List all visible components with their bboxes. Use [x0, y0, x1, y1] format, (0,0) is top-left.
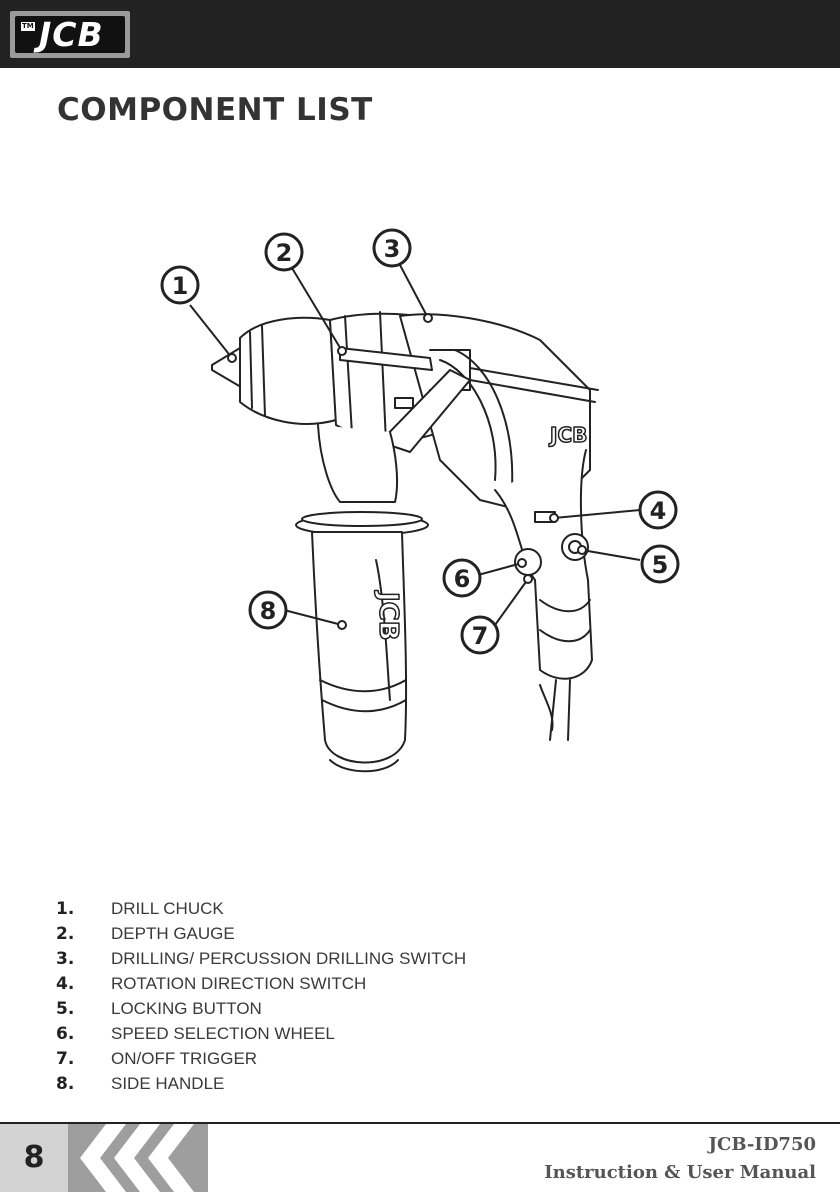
- item-label: ON/OFF TRIGGER: [111, 1049, 257, 1068]
- item-number: 7.: [56, 1048, 111, 1070]
- callout-3: 3: [374, 230, 410, 266]
- item-label: SPEED SELECTION WHEEL: [111, 1024, 335, 1043]
- page-title: COMPONENT LIST: [57, 92, 373, 128]
- item-number: 3.: [56, 948, 111, 970]
- list-item: 7.ON/OFF TRIGGER: [56, 1048, 466, 1073]
- model-number: JCB-ID750: [709, 1134, 816, 1155]
- list-item: 5.LOCKING BUTTON: [56, 998, 466, 1023]
- list-item: 3.DRILLING/ PERCUSSION DRILLING SWITCH: [56, 948, 466, 973]
- item-label: DEPTH GAUGE: [111, 924, 235, 943]
- handle-jcb-text: JCB: [373, 590, 403, 641]
- jcb-logo: TM JCB: [10, 11, 130, 58]
- callout-1: 1: [162, 267, 198, 303]
- item-number: 8.: [56, 1073, 111, 1095]
- housing-jcb-text: JCB: [548, 423, 587, 447]
- page-number: 8: [0, 1124, 68, 1192]
- logo-text: JCB: [39, 16, 104, 53]
- svg-text:3: 3: [384, 235, 401, 263]
- list-item: 6.SPEED SELECTION WHEEL: [56, 1023, 466, 1048]
- list-item: 8.SIDE HANDLE: [56, 1073, 466, 1098]
- callout-5: 5: [642, 546, 678, 582]
- callout-6: 6: [444, 560, 480, 596]
- item-label: LOCKING BUTTON: [111, 999, 262, 1018]
- page-header: TM JCB: [0, 0, 840, 68]
- list-item: 2.DEPTH GAUGE: [56, 923, 466, 948]
- list-item: 4.ROTATION DIRECTION SWITCH: [56, 973, 466, 998]
- svg-text:7: 7: [472, 622, 489, 650]
- callout-7: 7: [462, 617, 498, 653]
- item-label: ROTATION DIRECTION SWITCH: [111, 974, 366, 993]
- item-number: 6.: [56, 1023, 111, 1045]
- svg-text:6: 6: [454, 565, 471, 593]
- component-list: 1.DRILL CHUCK 2.DEPTH GAUGE 3.DRILLING/ …: [56, 898, 466, 1098]
- item-number: 1.: [56, 898, 111, 920]
- item-label: SIDE HANDLE: [111, 1074, 224, 1093]
- item-label: DRILL CHUCK: [111, 899, 224, 918]
- svg-text:1: 1: [172, 272, 189, 300]
- svg-text:2: 2: [276, 239, 293, 267]
- item-number: 4.: [56, 973, 111, 995]
- list-item: 1.DRILL CHUCK: [56, 898, 466, 923]
- page-number-box: 8: [0, 1124, 68, 1192]
- svg-text:4: 4: [650, 497, 667, 525]
- svg-text:8: 8: [260, 597, 277, 625]
- item-label: DRILLING/ PERCUSSION DRILLING SWITCH: [111, 949, 466, 968]
- svg-text:5: 5: [652, 551, 669, 579]
- callout-4: 4: [640, 492, 676, 528]
- callout-2: 2: [266, 234, 302, 270]
- item-number: 2.: [56, 923, 111, 945]
- drill-illustration: JCB JCB: [0, 220, 840, 800]
- chevron-left-icon: [68, 1124, 208, 1192]
- item-number: 5.: [56, 998, 111, 1020]
- manual-title: Instruction & User Manual: [544, 1162, 816, 1183]
- callout-8: 8: [250, 592, 286, 628]
- logo-trademark: TM: [21, 22, 35, 31]
